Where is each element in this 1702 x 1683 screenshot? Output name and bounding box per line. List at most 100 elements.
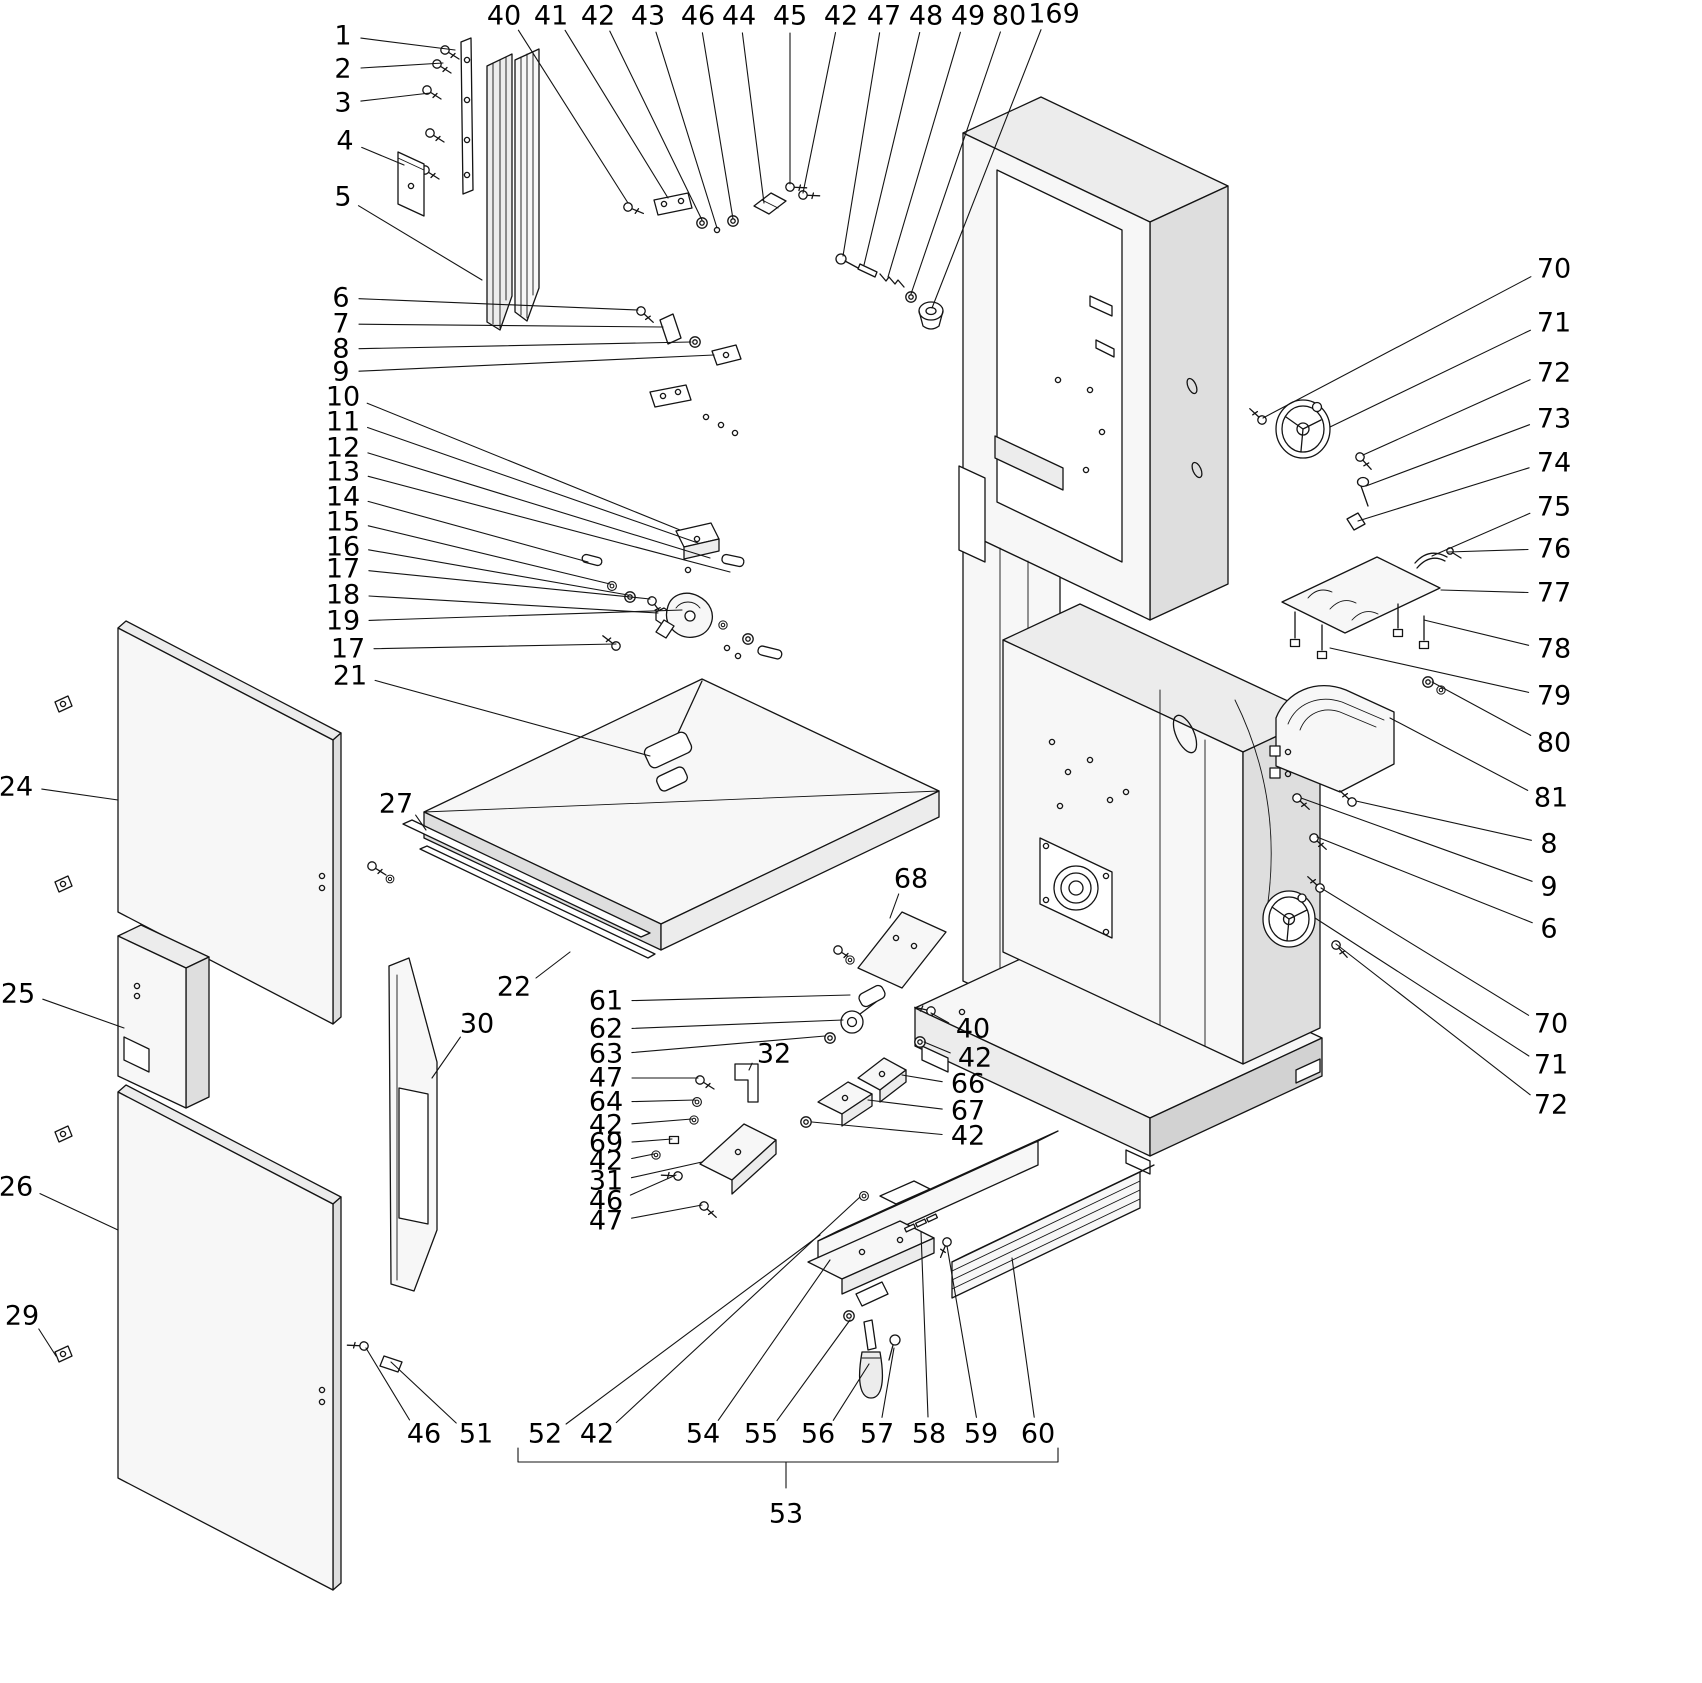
part-label-77: 77 — [1537, 578, 1571, 609]
lower-door-panel-26 — [117, 1084, 342, 1591]
part-label-15: 15 — [326, 507, 360, 538]
leader-line-72 — [1362, 379, 1531, 456]
leader-line-72 — [1335, 943, 1531, 1096]
part-label-9: 9 — [332, 357, 349, 388]
leader-line-26 — [39, 1193, 119, 1231]
part-label-41: 41 — [534, 1, 568, 32]
table-insert-small — [656, 766, 688, 792]
part-label-32: 32 — [757, 1039, 791, 1070]
part-label-51: 51 — [459, 1419, 493, 1450]
part-label-24: 24 — [0, 772, 33, 803]
screw-8 — [1336, 790, 1359, 808]
panel-contour — [1234, 699, 1272, 903]
part-label-18: 18 — [326, 580, 360, 611]
leader-line-7 — [358, 323, 664, 328]
lower-cabinet — [1002, 603, 1321, 1065]
leader-line-49 — [887, 31, 961, 278]
leader-line-66 — [901, 1074, 943, 1083]
rip-fence-assembly — [807, 1130, 1155, 1399]
washer-55 — [843, 1310, 855, 1322]
part-label-21: 21 — [333, 661, 367, 692]
part-label-6: 6 — [1540, 914, 1557, 945]
parts-6-9-cluster — [634, 305, 742, 437]
leader-line-8 — [358, 341, 692, 350]
leader-line-41 — [564, 29, 669, 199]
part-label-17: 17 — [331, 634, 365, 665]
leader-line-79 — [1329, 647, 1530, 693]
fan-opening — [1039, 837, 1113, 939]
leader-line-77 — [1440, 589, 1529, 594]
screw-47b — [697, 1200, 720, 1218]
part-label-61: 61 — [589, 986, 623, 1017]
parts-10-13-bracket — [675, 522, 745, 574]
part-label-16: 16 — [326, 532, 360, 563]
upper-wheel-opening — [996, 169, 1123, 563]
part-label-74: 74 — [1537, 448, 1571, 479]
part-label-12: 12 — [326, 433, 360, 464]
leader-line-78 — [1423, 619, 1530, 646]
part-label-169: 169 — [1028, 0, 1080, 30]
leader-line-48 — [863, 31, 921, 266]
screw — [622, 199, 645, 218]
part-label-62: 62 — [589, 1014, 623, 1045]
part-label-80: 80 — [992, 1, 1026, 32]
trunnion-body-19 — [655, 592, 713, 639]
washer-63 — [824, 1032, 836, 1044]
part-label-47: 47 — [589, 1063, 623, 1094]
leader-line-9 — [358, 354, 715, 372]
leader-line-3 — [360, 92, 431, 102]
leader-line-6 — [358, 298, 639, 311]
part-label-47: 47 — [589, 1206, 623, 1237]
leader-line-55 — [776, 1319, 851, 1422]
spring-49 — [879, 273, 905, 288]
leader-line-42 — [609, 30, 703, 221]
part-label-57: 57 — [860, 1419, 894, 1450]
leader-line-61 — [631, 994, 851, 1002]
part-label-68: 68 — [894, 864, 928, 895]
part-label-1: 1 — [334, 21, 351, 52]
leader-line-74 — [1357, 467, 1530, 522]
part-label-42: 42 — [580, 1419, 614, 1450]
part-label-67: 67 — [951, 1096, 985, 1127]
machine-base — [914, 927, 1323, 1175]
crank-knob — [1311, 401, 1323, 413]
part-label-81: 81 — [1534, 783, 1568, 814]
leader-line-64 — [631, 1099, 696, 1103]
washer — [742, 633, 754, 645]
part-label-26: 26 — [0, 1172, 33, 1203]
part-label-52: 52 — [528, 1419, 562, 1450]
part-label-42: 42 — [581, 1, 615, 32]
leader-line-2 — [360, 62, 444, 69]
leader-line-40 — [517, 29, 629, 204]
table-seam — [423, 790, 940, 813]
leader-line-22 — [535, 951, 571, 979]
part-label-63: 63 — [589, 1039, 623, 1070]
bolt-57 — [888, 1334, 901, 1361]
part-label-19: 19 — [326, 606, 360, 637]
part-label-29: 29 — [5, 1301, 39, 1332]
bracket-9 — [711, 344, 742, 366]
table-right-edge — [660, 790, 940, 951]
part-label-3: 3 — [334, 88, 351, 119]
leader-line-59 — [946, 1245, 977, 1418]
washer-42e — [859, 1191, 869, 1201]
leader-line-18 — [368, 595, 659, 614]
handwheel-upper-71 — [1275, 399, 1331, 459]
knob-62 — [840, 1001, 877, 1034]
base-front-right-face — [1149, 1037, 1323, 1157]
leader-line-46 — [365, 1347, 411, 1421]
leader-line-21 — [374, 679, 651, 757]
tension-bolt-47 — [835, 253, 859, 269]
mount-bar-and-screws — [420, 37, 474, 195]
leader-line-6 — [1316, 836, 1533, 924]
part-label-72: 72 — [1537, 358, 1571, 389]
screw — [425, 128, 445, 143]
square-nut-74 — [1346, 512, 1366, 531]
hinge-plate — [653, 192, 693, 216]
pin-13 — [721, 553, 745, 568]
leader-line-47 — [842, 32, 881, 257]
leader-line-42 — [631, 1118, 693, 1125]
base-feet — [921, 1045, 1321, 1175]
bracket-31 — [699, 1123, 777, 1195]
